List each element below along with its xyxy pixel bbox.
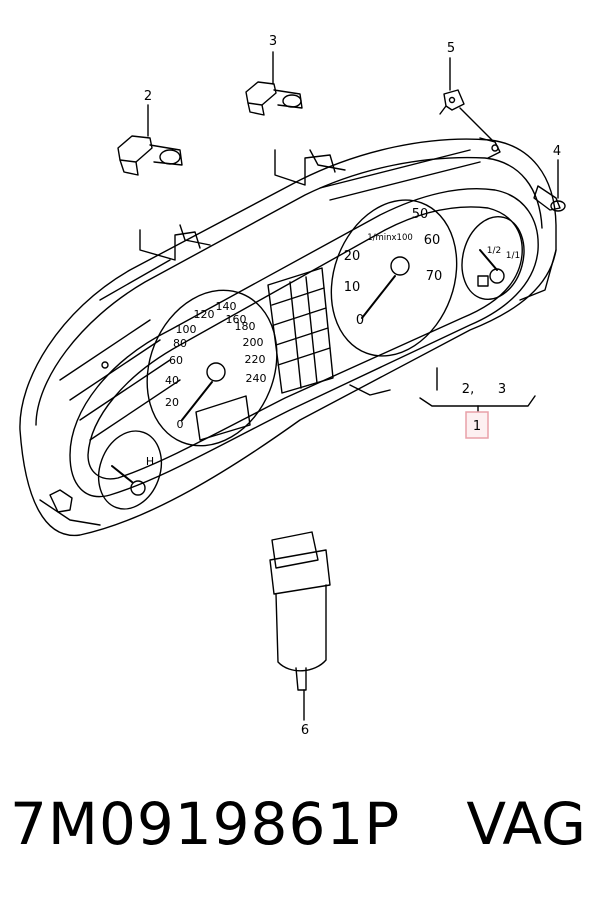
callout-3: 3 <box>269 34 277 49</box>
speedo-tick-label: 0 <box>177 418 184 431</box>
speedometer-dial <box>146 289 278 447</box>
speedo-tick-label: 220 <box>245 353 266 366</box>
tacho-tick-label: 50 <box>412 207 429 222</box>
callout-1-highlight <box>465 411 489 439</box>
tachometer-dial <box>330 199 458 357</box>
speedo-tick-label: 100 <box>176 323 197 336</box>
speedo-tick-label: 40 <box>165 374 179 387</box>
tacho-tick-label: 70 <box>426 269 443 284</box>
tacho-tick-label: 10 <box>344 280 361 295</box>
fuel-gauge <box>461 215 525 301</box>
bulb-holder-part-3 <box>245 51 303 116</box>
tacho-tick-label: 0 <box>356 313 364 328</box>
fuel-gauge-mark: 1/1 <box>506 251 520 261</box>
fuel-gauge-mark: 1/2 <box>487 246 501 256</box>
speedo-tick-label: 200 <box>243 336 264 349</box>
callout-5: 5 <box>447 41 455 56</box>
speedo-tick-label: 60 <box>169 354 183 367</box>
speedo-tick-label: 120 <box>194 308 215 321</box>
speedo-tick-label: 20 <box>165 396 179 409</box>
speedo-tick-label: 240 <box>246 372 267 385</box>
warning-light-panel <box>267 267 334 394</box>
callout-1: 1 <box>473 419 481 434</box>
bulb-holder-part-2 <box>117 104 183 176</box>
part-number: 7M0919861P <box>10 790 401 858</box>
callout-2-group: 2, <box>462 382 474 397</box>
sender-part-6 <box>269 531 331 721</box>
callout-1-bracket <box>419 367 536 413</box>
brand-name: VAG <box>466 790 586 858</box>
speedo-tick-label: 80 <box>173 337 187 350</box>
callout-2: 2 <box>144 89 152 104</box>
tacho-unit-label: 1/minx100 <box>367 233 413 243</box>
speedo-tick-label: 140 <box>216 300 237 313</box>
temperature-gauge <box>97 430 163 510</box>
callout-4: 4 <box>553 144 561 159</box>
callout-3-group: 3 <box>498 382 506 397</box>
spring-clip-part-5 <box>439 57 493 141</box>
tacho-tick-label: 60 <box>424 233 441 248</box>
instrument-cluster-housing <box>19 137 557 537</box>
tacho-tick-label: 20 <box>344 249 361 264</box>
screw-part-4 <box>533 159 566 212</box>
exploded-parts-diagram: 2 3 5 4 6 2, 3 1 0 20 40 60 80 100 120 1… <box>19 34 566 738</box>
speedo-tick-label: 180 <box>235 320 256 333</box>
callout-6: 6 <box>301 723 309 738</box>
speedo-tick-label: 160 <box>226 313 247 326</box>
temp-gauge-mark: H <box>146 455 154 468</box>
